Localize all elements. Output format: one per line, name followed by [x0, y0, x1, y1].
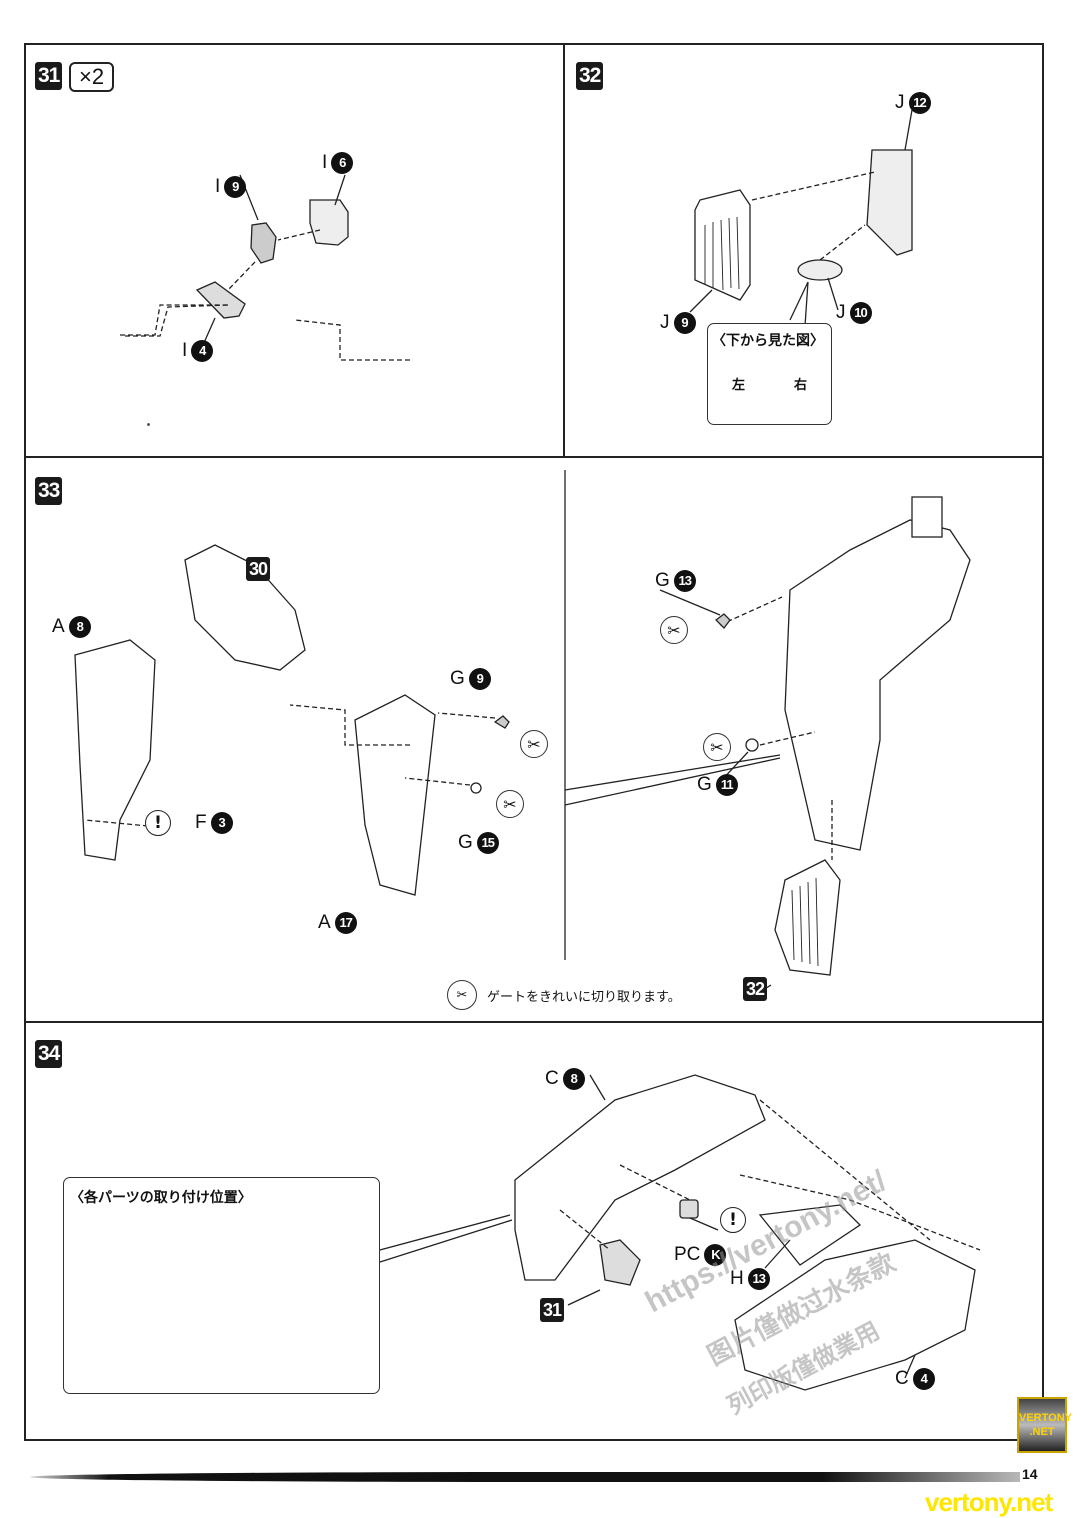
step-33-badge: 33 — [35, 477, 63, 505]
page-number: 14 — [1022, 1466, 1038, 1482]
part-a17 — [354, 694, 436, 896]
badge-line-1: VERTONY — [1019, 1412, 1072, 1424]
panel-divider — [24, 1021, 1044, 1023]
ref-step-30-badge: 30 — [246, 557, 271, 581]
vertony-badge: VERTONY .NET — [1017, 1397, 1072, 1453]
ref-step-31-badge: 31 — [540, 1298, 565, 1322]
panel-divider — [563, 43, 565, 458]
part-i4 — [195, 281, 246, 319]
part-h13 — [758, 1204, 862, 1266]
nipper-icon: ✂ — [496, 790, 524, 818]
part-j10 — [797, 259, 843, 281]
panel-divider — [24, 456, 1044, 458]
left-label: 左 — [732, 378, 746, 393]
part-30 — [184, 544, 306, 671]
step-31-badge: 31 — [35, 62, 63, 90]
instruction-frame — [24, 43, 1044, 1441]
part-j12 — [866, 149, 913, 256]
part-c8 — [514, 1074, 766, 1281]
bottom-view-callout: 〈下から見た図〉 左 右 — [707, 323, 832, 425]
part-assembled-leg — [784, 519, 971, 851]
badge-line-2: .NET — [1029, 1426, 1055, 1438]
part-j9 — [694, 189, 751, 301]
nipper-icon: ✂ — [447, 980, 477, 1010]
bottom-view-title: 〈下から見た図〉 — [712, 333, 824, 349]
placement-callout: 〈各パーツの取り付け位置〉 — [63, 1177, 380, 1394]
quantity-multiplier: ×2 — [69, 62, 115, 92]
nipper-icon: ✂ — [520, 730, 548, 758]
part-c4 — [734, 1239, 976, 1391]
part-a8 — [74, 639, 156, 861]
part-i6 — [309, 199, 349, 246]
part-pck — [679, 1199, 699, 1219]
step-34-badge: 34 — [35, 1040, 63, 1068]
gate-cut-note-text: ゲートをきれいに切り取ります。 — [487, 989, 681, 1005]
placement-callout-title: 〈各パーツの取り付け位置〉 — [70, 1190, 252, 1206]
gate-cut-note: ✂ ゲートをきれいに切り取ります。 — [447, 980, 681, 1010]
nipper-icon: ✂ — [703, 733, 731, 761]
watermark-url: vertony.net — [925, 1487, 1053, 1517]
step-32-badge: 32 — [576, 62, 604, 90]
ref-step-32-badge: 32 — [743, 977, 768, 1001]
part-i9 — [250, 222, 277, 264]
part-32-assembled — [774, 859, 841, 976]
part-i-assembled — [599, 1239, 641, 1286]
footer-brush-stroke — [30, 1472, 1020, 1482]
caution-icon: ! — [145, 810, 171, 836]
right-label: 右 — [794, 378, 808, 393]
caution-icon: ! — [720, 1207, 746, 1233]
nipper-icon: ✂ — [660, 616, 688, 644]
